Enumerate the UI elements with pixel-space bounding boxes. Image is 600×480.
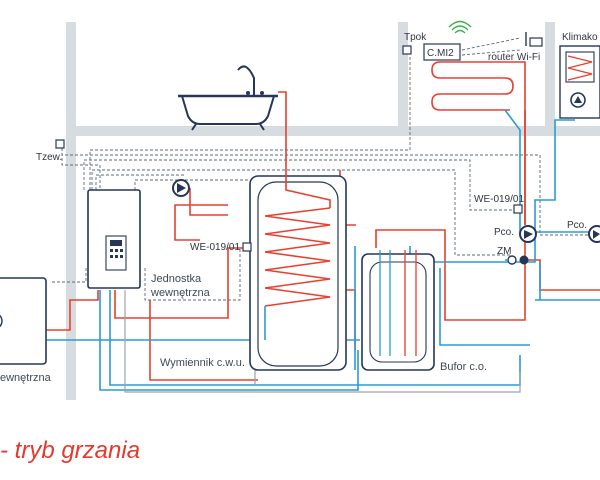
- outdoor-unit: [0, 277, 47, 365]
- indoor-unit: [87, 189, 141, 289]
- label-cmi2: C.MI2: [427, 48, 454, 59]
- label-we-right: WE-019/01: [474, 194, 524, 205]
- fan-coil-icon: [559, 45, 600, 119]
- return-pipes: [46, 109, 600, 391]
- wifi-icon: [448, 20, 472, 34]
- mixing-valve-icon: [505, 255, 529, 265]
- control-wiring: [50, 37, 590, 301]
- sensor-icon: [55, 45, 523, 252]
- buffer-tank: [361, 250, 435, 371]
- caption-mode: - tryb grzania: [0, 437, 140, 464]
- bathtub-icon: [178, 65, 278, 131]
- pump-icon-co: [519, 225, 537, 243]
- label-wymiennik: Wymiennik c.w.u.: [160, 357, 245, 369]
- label-outdoor-unit: ewnętrzna: [0, 372, 52, 384]
- label-pco-2: Pco.: [567, 220, 587, 231]
- label-zm: ZM: [497, 246, 511, 257]
- label-tpok: Tpok: [404, 32, 427, 43]
- pump-icon-dhw: [172, 179, 190, 197]
- building-walls: [66, 22, 600, 400]
- label-pco-1: Pco.: [494, 227, 514, 238]
- cmi2-module: [423, 43, 461, 61]
- dhw-cylinder: [249, 170, 347, 371]
- label-klima: Klimako: [562, 32, 598, 43]
- pump-icon-fancoil: [588, 225, 600, 243]
- label-tzew: Tzew.: [36, 152, 62, 163]
- label-router: router Wi-Fi: [488, 52, 540, 63]
- label-jednostka-1: Jednostka: [151, 273, 202, 285]
- label-bufor: Bufor c.o.: [440, 361, 487, 373]
- label-we-left: WE-019/01: [190, 242, 240, 253]
- floor-heating-coil: [431, 61, 526, 225]
- label-jednostka-2: wewnętrzna: [150, 287, 211, 299]
- router-icon: [525, 32, 543, 47]
